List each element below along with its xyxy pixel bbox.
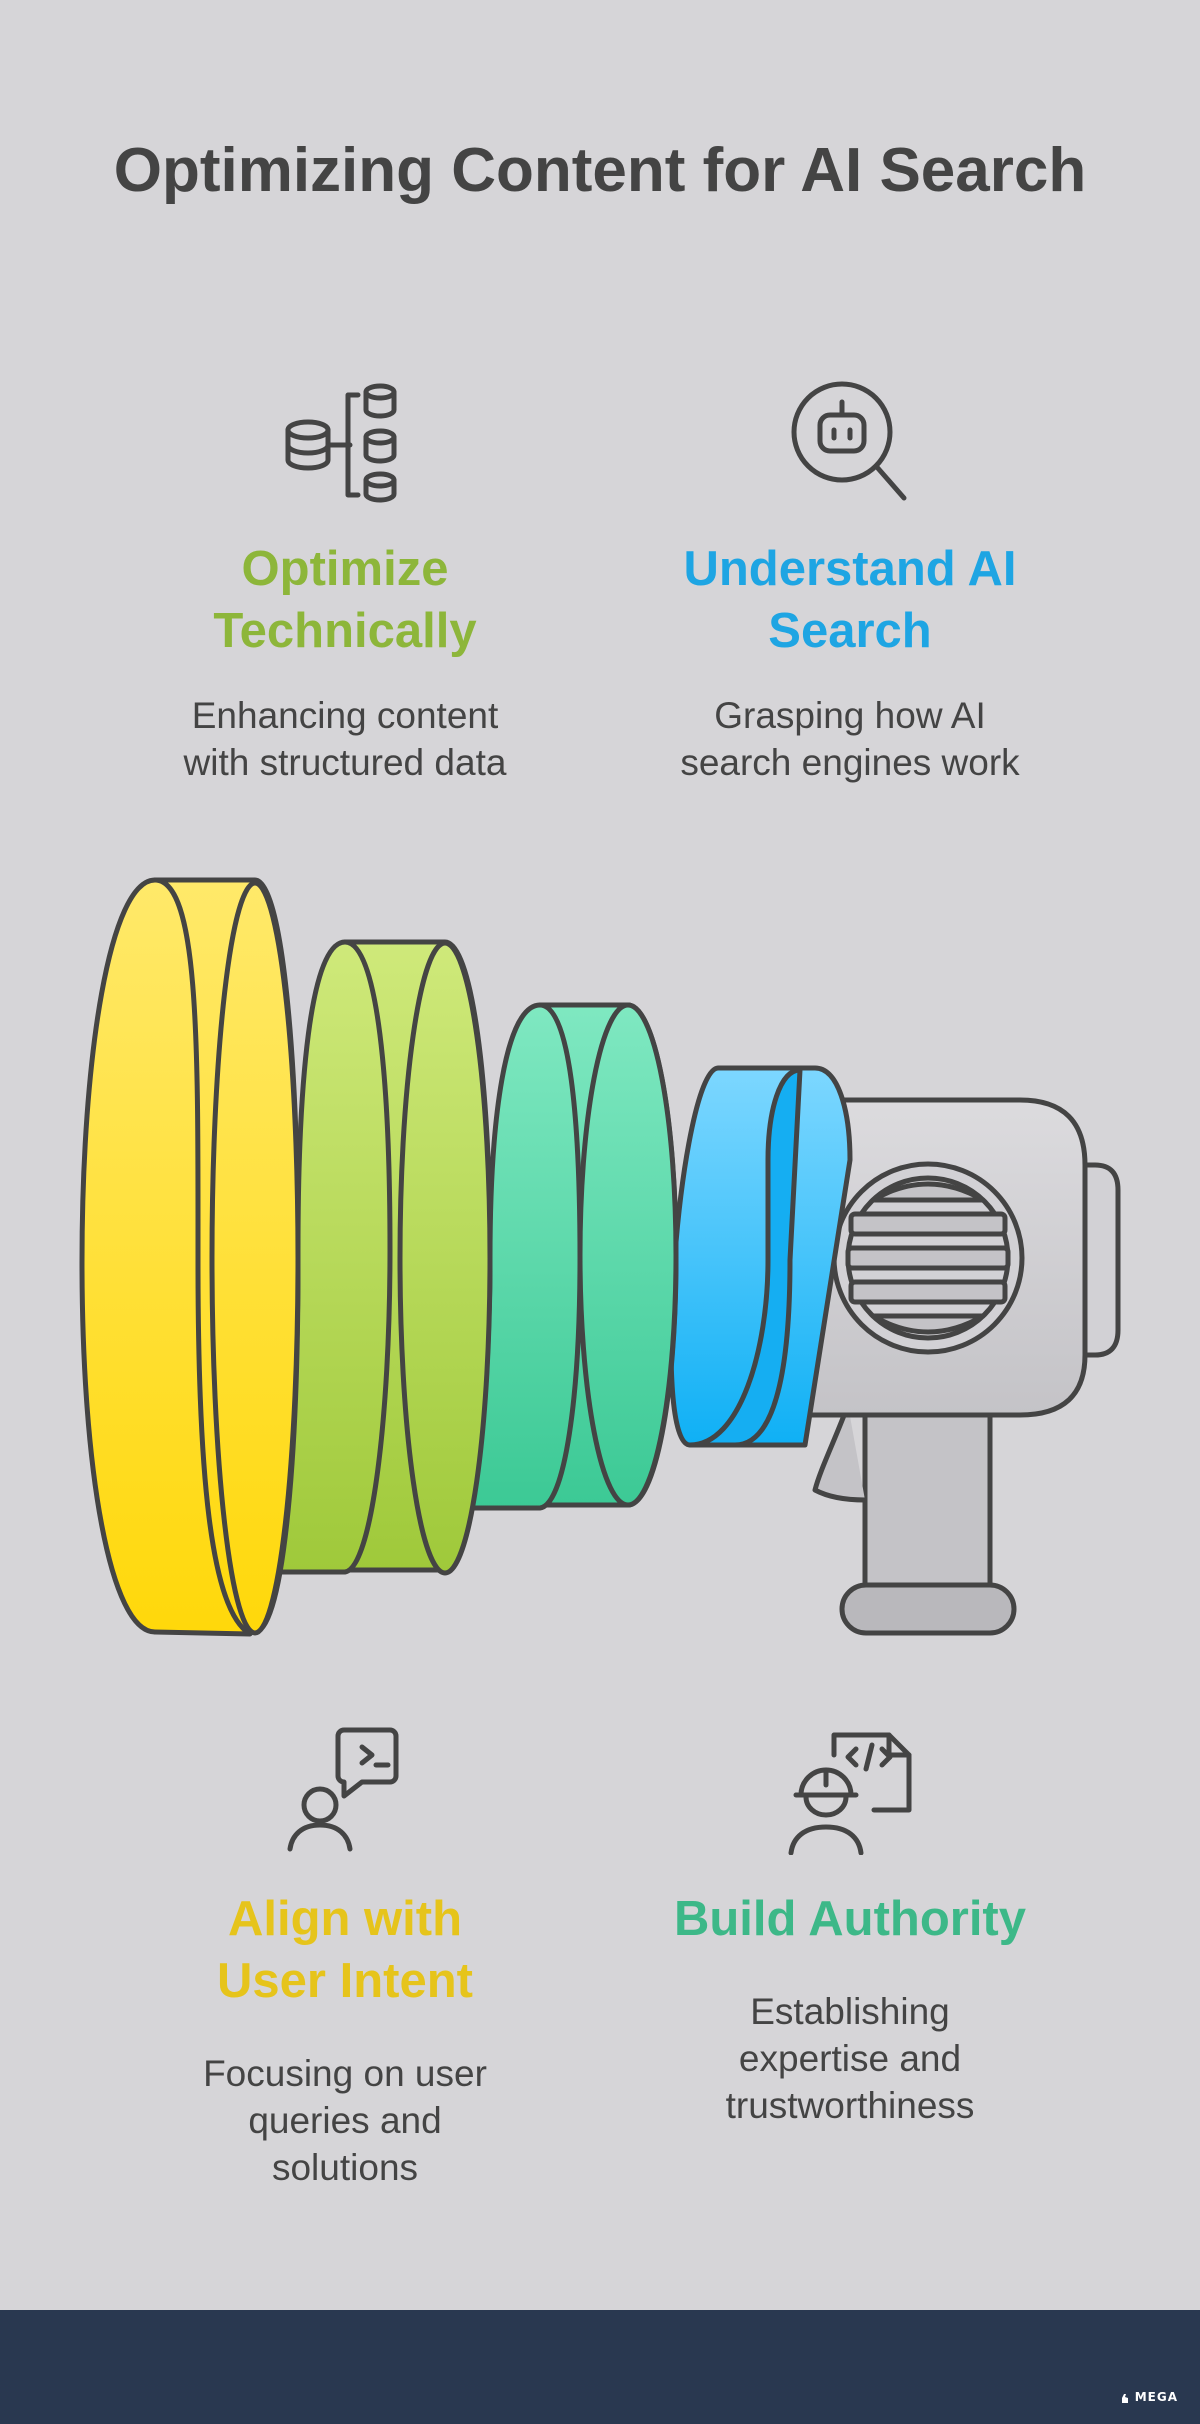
card-text-line: Enhancing content — [191, 695, 499, 736]
user-terminal-icon — [287, 1727, 399, 1852]
card-title-build-authority: Build Authority — [640, 1888, 1060, 1950]
card-text-line: with structured data — [183, 742, 507, 783]
card-title-line: Search — [768, 604, 932, 658]
megaphone-illustration — [79, 877, 1121, 1637]
card-title-line: Optimize — [241, 542, 449, 596]
card-title-align-with-user-intent: Align with User Intent — [140, 1888, 550, 2012]
card-text-line: Focusing on user — [203, 2053, 487, 2094]
card-description-align-with-user-intent: Focusing on user queries and solutions — [140, 2050, 550, 2191]
card-text-line: Establishing — [750, 1991, 950, 2032]
card-description-build-authority: Establishing expertise and trustworthine… — [640, 1988, 1060, 2129]
ring-yellow-front — [209, 880, 301, 1636]
card-description-optimize-technically: Enhancing content with structured data — [140, 692, 550, 786]
megaphone-back-knob — [1077, 1162, 1121, 1358]
card-text-line: search engines work — [680, 742, 1020, 783]
megaphone-handle — [862, 1397, 993, 1593]
card-title-line: Build Authority — [673, 1892, 1027, 1946]
footer-bar: MEGA — [0, 2310, 1200, 2424]
card-text-line: queries and — [248, 2100, 442, 2141]
page-title: Optimizing Content for AI Search — [113, 136, 1087, 205]
megaphone-trigger — [812, 1404, 866, 1503]
infographic-page: Optimizing Content for AI Search Optimiz… — [79, 136, 1121, 2191]
ring-teal-front — [577, 1002, 679, 1508]
card-text-line: Grasping how AI — [714, 695, 986, 736]
ring-green-front — [397, 940, 493, 1576]
card-title-line: Understand AI — [683, 542, 1017, 596]
card-title-line: Align with — [227, 1892, 463, 1946]
card-title-line: Technically — [213, 604, 477, 658]
card-text-line: trustworthiness — [725, 2085, 975, 2126]
brand-mark-icon — [1121, 2393, 1128, 2403]
brand-logo: MEGA — [1120, 2390, 1178, 2404]
card-title-optimize-technically: Optimize Technically — [140, 538, 550, 662]
megaphone-handle-base — [839, 1582, 1017, 1636]
card-text-line: solutions — [271, 2147, 419, 2188]
card-title-line: User Intent — [217, 1954, 473, 2008]
speaker-grille — [831, 1161, 1025, 1355]
card-title-understand-ai-search: Understand AI Search — [640, 538, 1060, 662]
database-hierarchy-icon — [285, 383, 397, 503]
brand-name: MEGA — [1134, 2390, 1178, 2404]
card-description-understand-ai-search: Grasping how AI search engines work — [640, 692, 1060, 786]
card-text-line: expertise and — [738, 2038, 962, 2079]
robot-magnifier-icon — [791, 381, 907, 501]
engineer-code-icon — [788, 1732, 912, 1855]
